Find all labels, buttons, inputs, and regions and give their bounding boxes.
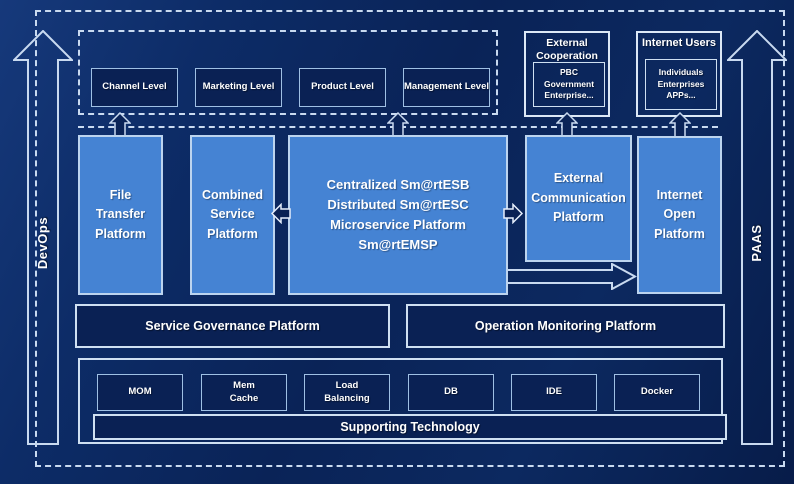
channel-level-box: Channel Level xyxy=(91,68,178,107)
paas-label: PAAS xyxy=(749,224,764,262)
left-arrow-icon xyxy=(271,203,291,224)
internet-open-platform-box: Internet Open Platform xyxy=(637,136,722,294)
central-esb-platform-box: Centralized Sm@rtESB Distributed Sm@rtES… xyxy=(288,135,508,295)
tech-box-ide: IDE xyxy=(511,374,597,411)
devops-arrow-icon xyxy=(13,30,73,445)
up-arrow-icon xyxy=(669,112,691,139)
tech-box-mem-cache: Mem Cache xyxy=(201,374,287,411)
right-arrow-icon xyxy=(503,203,523,224)
external-cooperation-inner-box: PBC Government Enterprise... xyxy=(533,62,605,107)
devops-label: DevOps xyxy=(35,216,50,270)
combined-service-platform-box: Combined Service Platform xyxy=(190,135,275,295)
service-governance-platform-box: Service Governance Platform xyxy=(75,304,390,348)
tech-box-db: DB xyxy=(408,374,494,411)
paas-arrow-icon xyxy=(727,30,787,445)
tech-box-mom: MOM xyxy=(97,374,183,411)
external-communication-platform-box: External Communication Platform xyxy=(525,135,632,262)
operation-monitoring-platform-box: Operation Monitoring Platform xyxy=(406,304,725,348)
bypass-right-arrow-icon xyxy=(508,263,637,290)
outer-dashed-frame xyxy=(35,10,785,467)
levels-dashed-group xyxy=(78,30,498,115)
marketing-level-box: Marketing Level xyxy=(195,68,282,107)
internet-users-inner-box: Individuals Enterprises APPs... xyxy=(645,59,717,110)
file-transfer-platform-box: File Transfer Platform xyxy=(78,135,163,295)
external-cooperation-box: External Cooperation PBC Government Ente… xyxy=(524,31,610,117)
external-cooperation-title: External Cooperation xyxy=(536,37,598,62)
supporting-technology-group-box xyxy=(78,358,723,444)
internet-users-title: Internet Users xyxy=(642,37,716,49)
supporting-technology-bar: Supporting Technology xyxy=(93,414,727,440)
product-level-box: Product Level xyxy=(299,68,386,107)
tech-box-load-balancing: Load Balancing xyxy=(304,374,390,411)
internet-users-box: Internet Users Individuals Enterprises A… xyxy=(636,31,722,117)
management-level-box: Management Level xyxy=(403,68,490,107)
tech-box-docker: Docker xyxy=(614,374,700,411)
